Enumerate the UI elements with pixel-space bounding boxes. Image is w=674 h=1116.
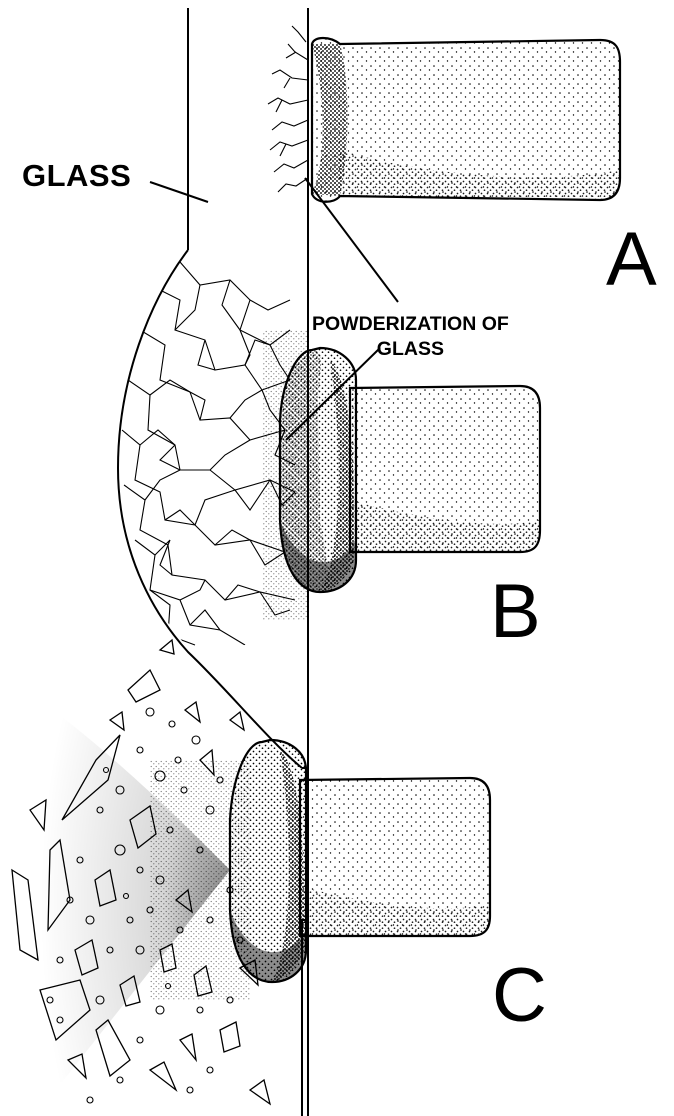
powderization-label-line2: GLASS — [312, 337, 509, 362]
powderization-label: POWDERIZATION OF GLASS — [312, 312, 509, 362]
projectile-c — [230, 740, 490, 982]
glass-label: GLASS — [22, 158, 131, 194]
stage-b-label: B — [490, 574, 541, 650]
impact-cracks-a — [268, 26, 308, 192]
projectile-b — [280, 348, 540, 592]
powderization-label-line1: POWDERIZATION OF — [312, 312, 509, 337]
projectile-a — [268, 26, 620, 202]
stage-a-label: A — [606, 222, 657, 298]
stage-c-label: C — [492, 958, 547, 1034]
glass-leader-line — [150, 182, 208, 202]
